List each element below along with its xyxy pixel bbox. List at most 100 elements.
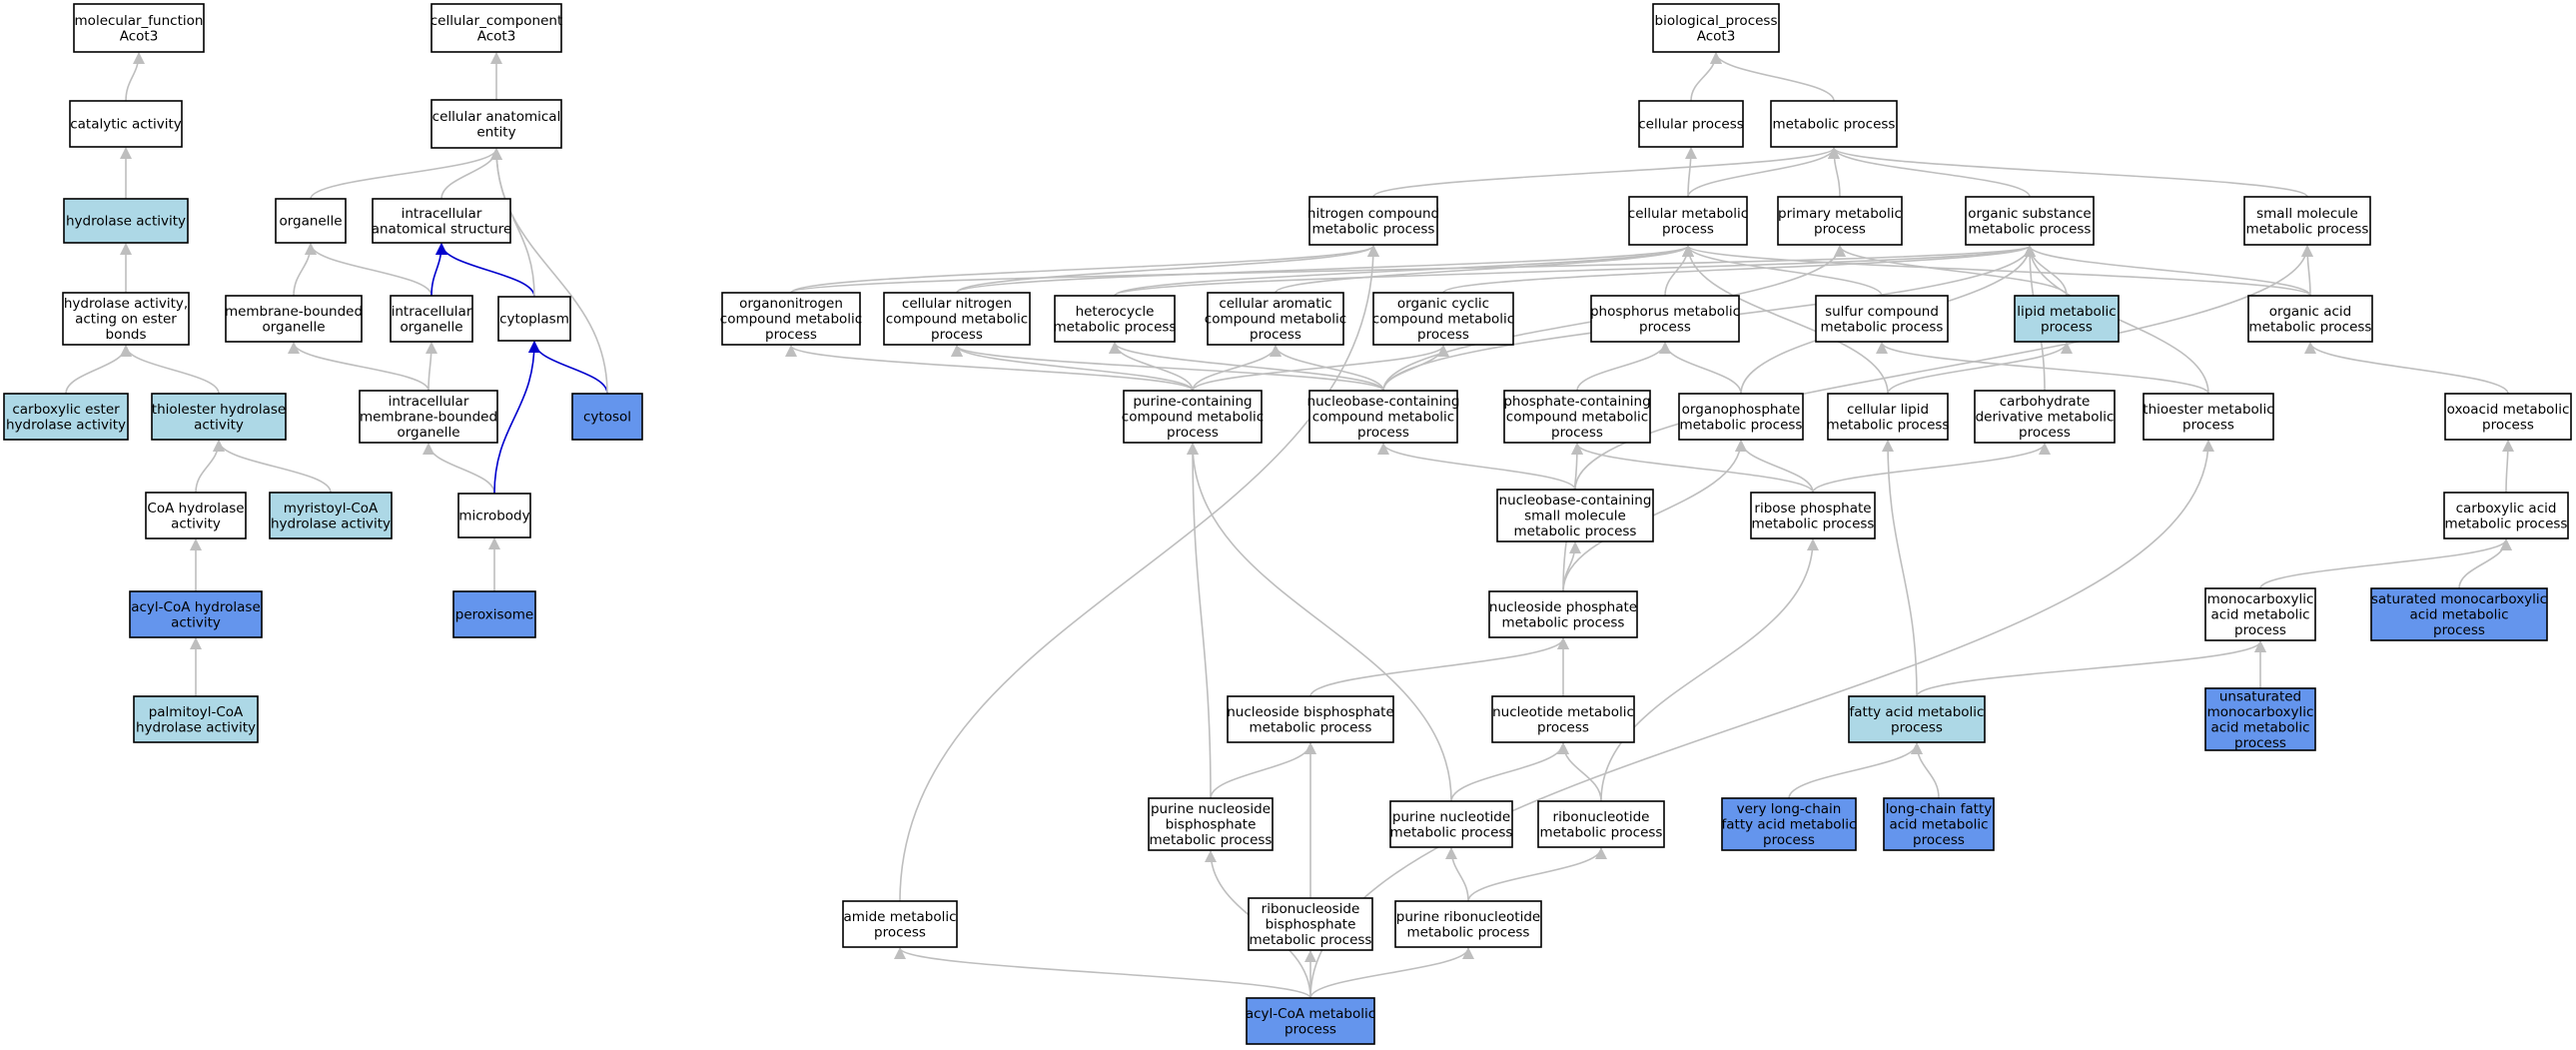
node-microbody[interactable]: microbody — [457, 493, 531, 538]
node-label-line: ribonucleoside — [1262, 901, 1360, 917]
node-label-line: nucleoside phosphate — [1489, 599, 1637, 615]
node-label-line: purine nucleotide — [1392, 809, 1510, 825]
node-metabolic-process[interactable]: metabolic process — [1770, 100, 1898, 148]
node-label-line: metabolic process — [1773, 117, 1896, 133]
node-box — [1638, 100, 1744, 148]
node-box — [129, 590, 263, 638]
node-label-line: purine-containing — [1133, 394, 1252, 410]
node-label-line: cellular nitrogen — [902, 296, 1012, 312]
node-organelle[interactable]: organelle — [275, 198, 347, 244]
node-label-line: biological_process — [1655, 13, 1778, 29]
node-label-line: organelle — [397, 425, 459, 441]
node-label-line: activity — [171, 516, 221, 531]
edge-thioester-to-sulfur — [1876, 342, 2209, 395]
node-hydrolase[interactable]: hydrolase activity — [63, 198, 189, 244]
node-box — [2247, 295, 2373, 343]
node-label-line: monocarboxylic — [2207, 704, 2314, 720]
node-cytosol[interactable]: cytosol — [571, 393, 643, 441]
node-box — [497, 296, 571, 342]
node-box — [1652, 3, 1780, 53]
node-box — [69, 100, 183, 148]
edge-organelle-to-cae — [310, 148, 502, 200]
node-label-line: CoA hydrolase — [147, 501, 244, 517]
node-peroxisome[interactable]: peroxisome — [452, 590, 536, 638]
node-label-line: small molecule — [1524, 509, 1626, 525]
node-box — [1372, 292, 1514, 346]
node-label-line: carbohydrate — [2000, 394, 2091, 410]
edge-very-long-chain-to-fatty-acid — [1788, 742, 1923, 799]
node-catalytic[interactable]: catalytic activity — [69, 100, 183, 148]
node-cellular-process[interactable]: cellular process — [1638, 100, 1744, 148]
node-label-line: ribose phosphate — [1754, 501, 1871, 517]
node-label-line: Acot3 — [477, 28, 516, 44]
node-box — [73, 3, 205, 53]
node-label-line: process — [1357, 425, 1409, 441]
node-box — [1537, 800, 1665, 848]
node-cytoplasm[interactable]: cytoplasm — [497, 296, 571, 342]
node-box — [1678, 393, 1804, 441]
edge-cellular-lipid-to-lipid — [1887, 342, 2073, 395]
edge-ribonucleotide-to-nucleotide — [1557, 742, 1602, 802]
node-label-line: cytosol — [583, 410, 631, 426]
edge-monocarboxylic-to-carboxylic-acid — [2259, 538, 2512, 589]
node-label-line: carboxylic acid — [2456, 501, 2557, 517]
node-box — [1503, 390, 1651, 444]
